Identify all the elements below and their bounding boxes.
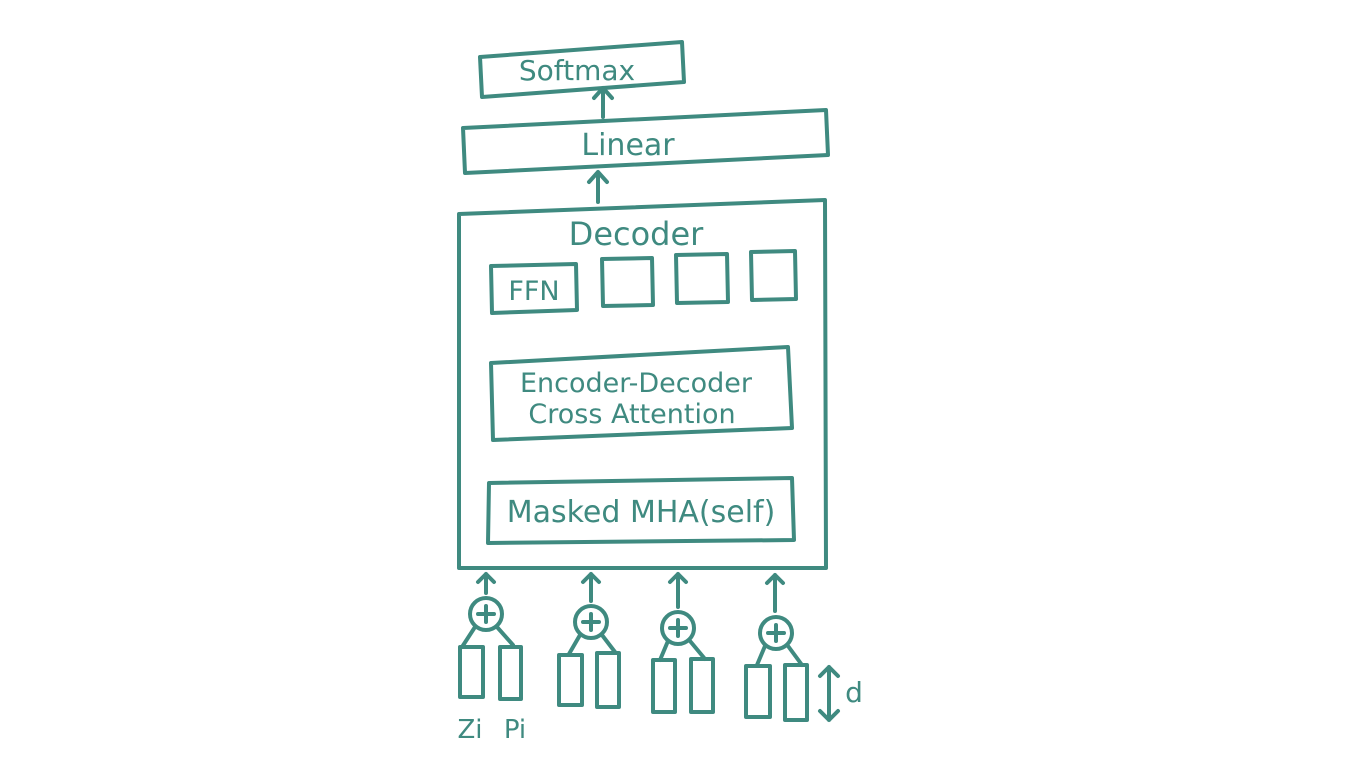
- arrow-linear-to-softmax: [592, 86, 614, 119]
- masked-mha-block: Masked MHA(self): [486, 476, 796, 545]
- z-label: Zi: [457, 715, 482, 745]
- z-vector: [458, 645, 485, 699]
- dimension-label: d: [845, 676, 863, 709]
- arrow-decoder-to-linear: [587, 170, 609, 204]
- input-column-1: Zi Pi: [457, 572, 526, 745]
- dimension-arrow-icon: [818, 665, 840, 722]
- ffn-slot-2: [600, 256, 655, 308]
- p-vector: [498, 645, 523, 701]
- p-vector: [595, 651, 621, 709]
- z-vector: [651, 658, 677, 714]
- ffn-slot-3: [674, 252, 730, 305]
- p-vector: [783, 663, 809, 722]
- z-vector: [744, 664, 772, 719]
- cross-attention-block: Encoder-Decoder Cross Attention: [489, 345, 794, 442]
- arrow-up-icon: [581, 572, 601, 603]
- masked-mha-label: Masked MHA(self): [507, 495, 776, 530]
- ffn-label: FFN: [508, 276, 559, 307]
- ffn-block: FFN: [489, 262, 579, 315]
- add-circle-icon: [573, 604, 609, 640]
- decoder-block: Decoder FFN Encoder-Decoder Cross Attent…: [457, 198, 828, 570]
- linear-label: Linear: [581, 128, 675, 163]
- decoder-title: Decoder: [569, 215, 705, 253]
- input-column-3: [651, 572, 715, 714]
- arrow-up-icon: [476, 572, 496, 595]
- add-circle-icon: [660, 610, 696, 646]
- p-label: Pi: [504, 715, 526, 745]
- arrow-up-icon: [765, 573, 785, 613]
- softmax-block: Softmax: [478, 40, 686, 99]
- ffn-slot-4: [749, 249, 798, 302]
- input-column-4: d: [744, 573, 863, 722]
- cross-attention-line2: Cross Attention: [528, 399, 735, 430]
- arrow-up-icon: [668, 572, 688, 609]
- cross-attention-line1: Encoder-Decoder: [520, 368, 753, 399]
- p-vector: [689, 657, 715, 714]
- linear-block: Linear: [461, 108, 830, 175]
- add-circle-icon: [468, 596, 504, 632]
- z-vector: [557, 653, 584, 707]
- softmax-label: Softmax: [519, 54, 635, 87]
- add-circle-icon: [758, 615, 794, 651]
- input-column-2: [557, 572, 621, 709]
